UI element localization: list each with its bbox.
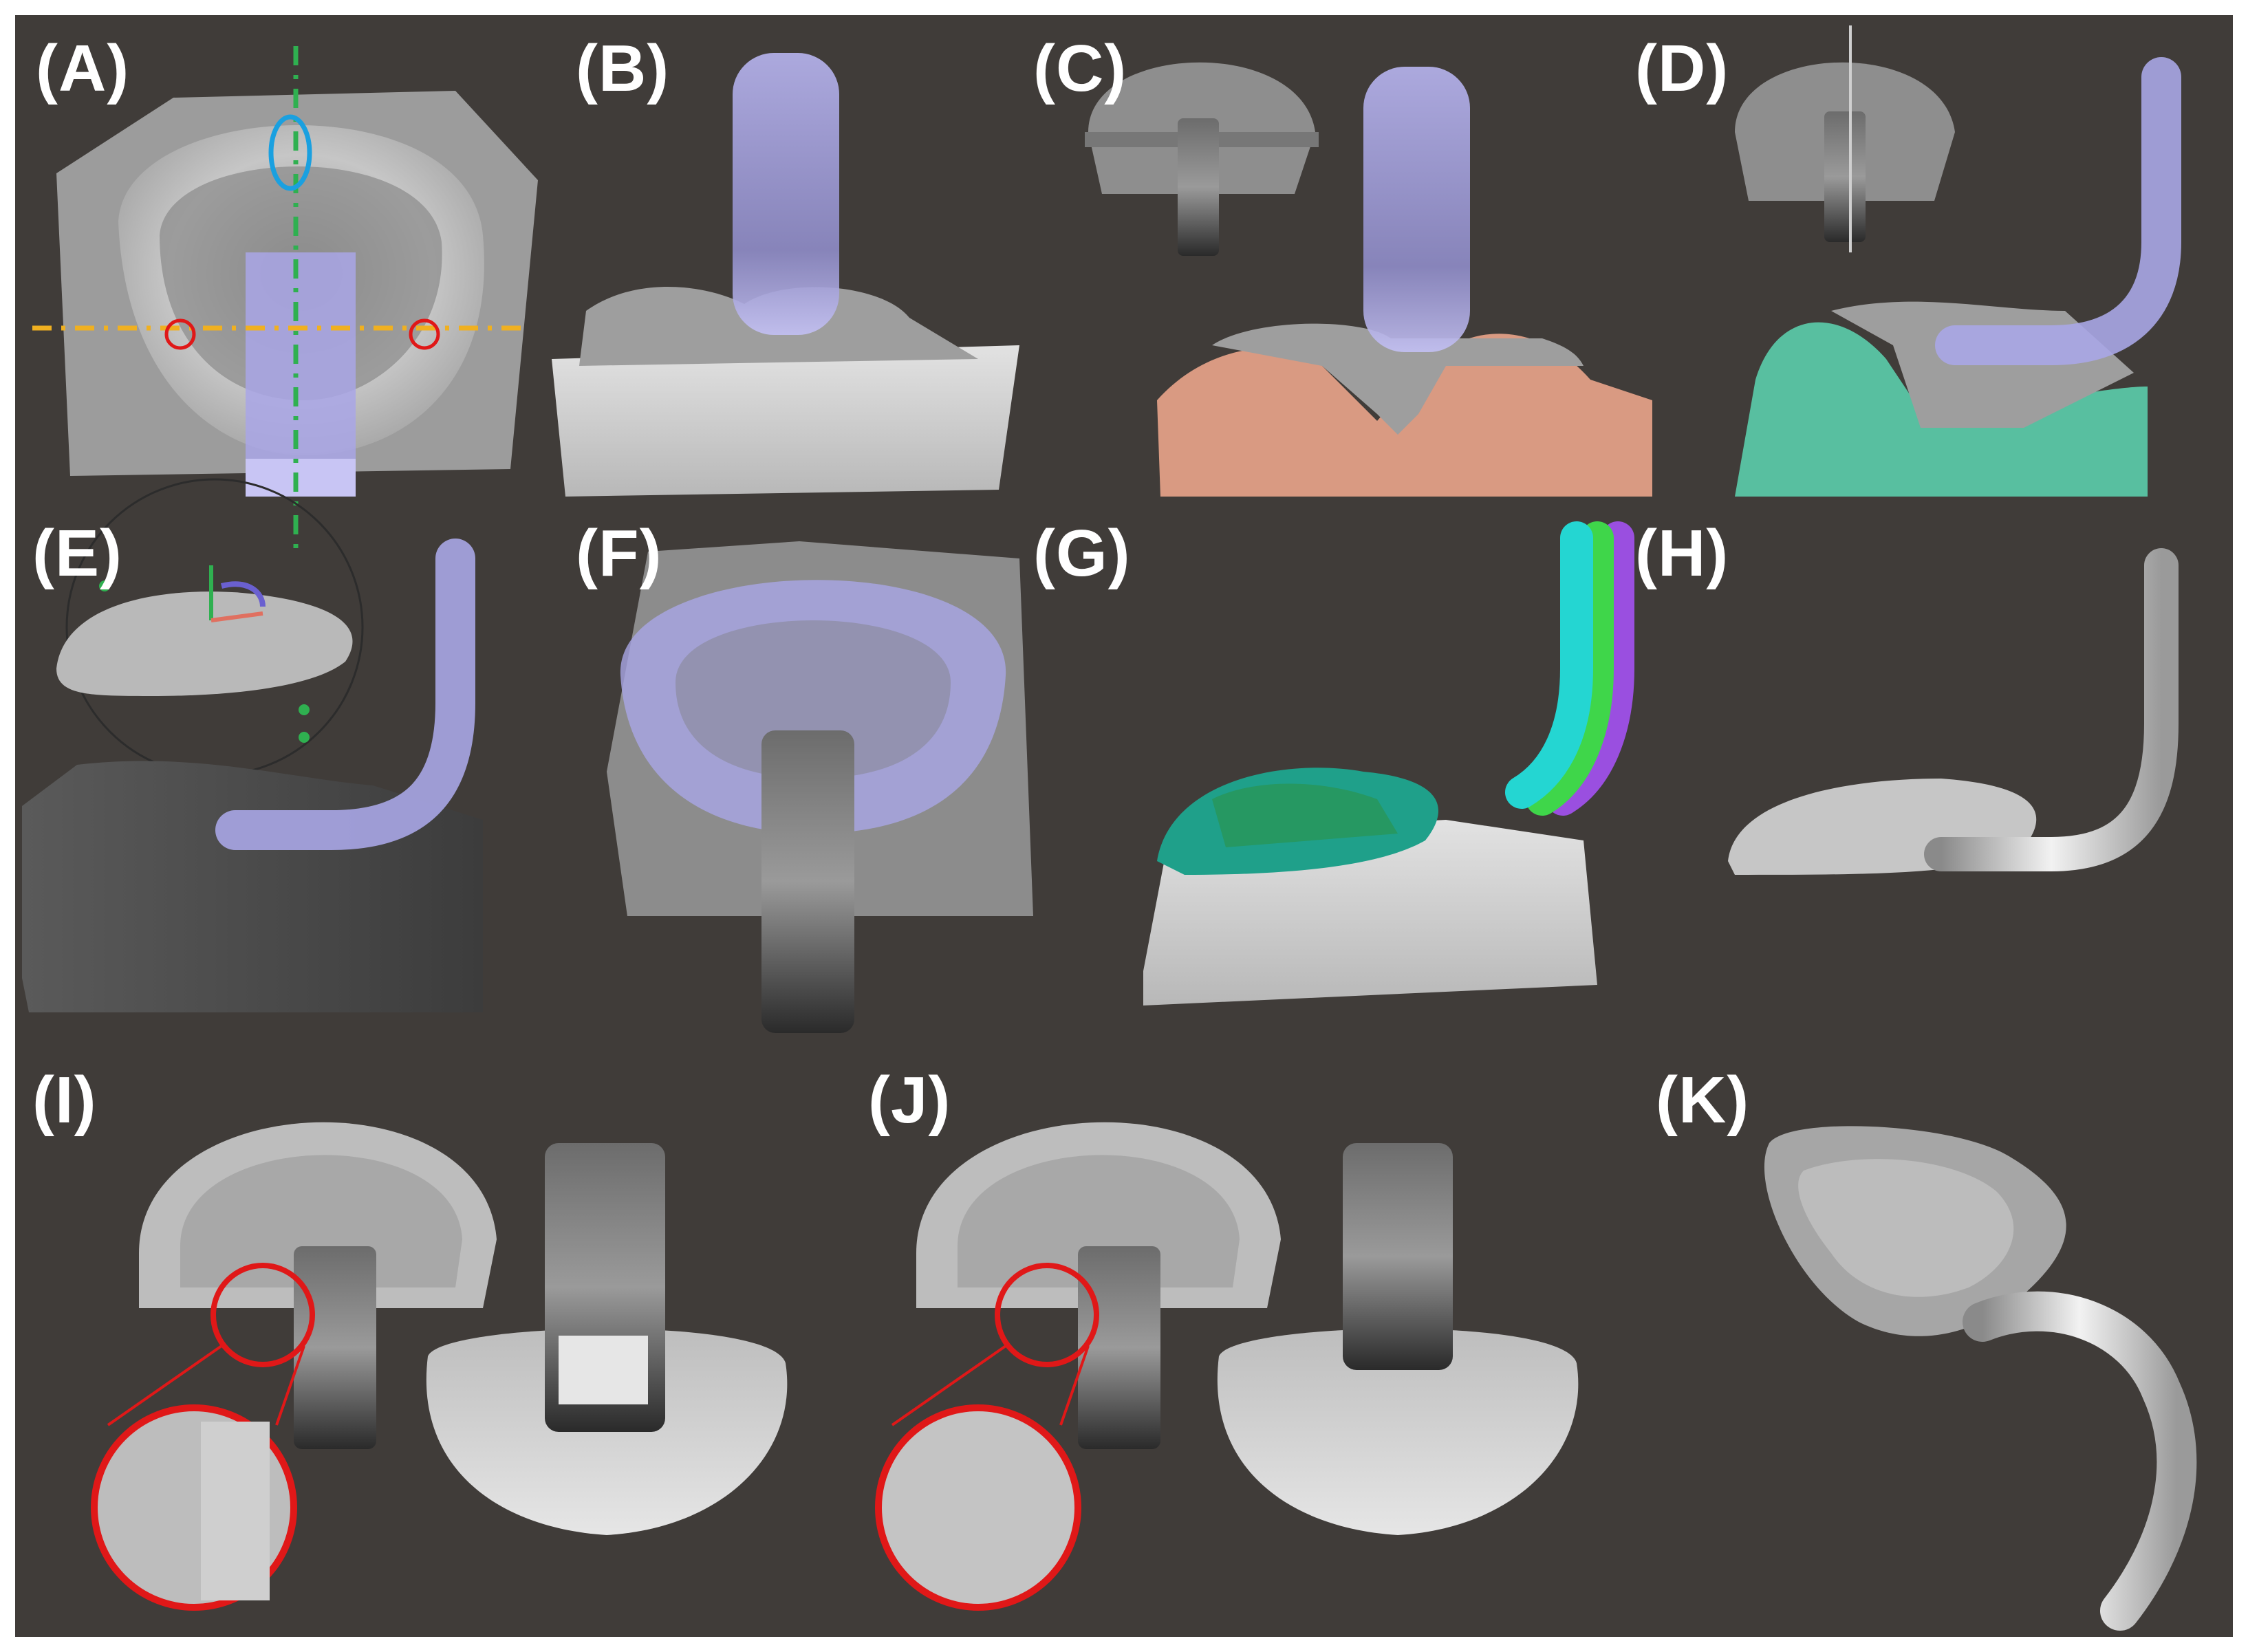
panel-g-cyan-tube [1505,521,1593,809]
panel-label-g: (G) [1033,517,1131,590]
panel-h-illustration [1728,548,2179,875]
panel-i-zoom-source [210,1263,315,1367]
panel-j-zoom-view [875,1404,1081,1611]
panel-g-illustration [1143,521,1634,1006]
panel-h-gray-tube [1924,548,2179,871]
panel-j-baseplate [1217,1329,1579,1535]
panel-e-lavender-tube [215,539,475,850]
panel-a-right-marker [409,318,440,350]
panel-b-lavender-tray [733,53,839,335]
panel-label-j: (J) [868,1063,951,1137]
panel-f-handle [761,730,854,1033]
panel-k-gray-tube [1963,1291,2197,1631]
figure-canvas: (A) (B) (C) (D) (E) (F) (G) (H) (I) (J) … [15,15,2233,1637]
panel-d-illustration [1735,25,2181,497]
panel-label-c: (C) [1033,32,1127,105]
panel-label-e: (E) [32,517,122,590]
panel-label-i: (I) [32,1063,97,1137]
panel-j-illustration [875,1122,1579,1611]
panel-j-handle [1078,1246,1160,1449]
figure-illustration [22,25,2197,1631]
panel-i-illustration [91,1122,788,1611]
panel-b-illustration [552,53,1019,497]
panel-c-illustration [1085,62,1652,497]
panel-label-f: (F) [576,517,662,590]
panel-label-a: (A) [36,32,130,105]
panel-a-illustration [32,46,538,548]
panel-g-green-tube [1526,521,1614,816]
panel-c-lavender-tray [1363,67,1470,352]
panel-a-left-marker [164,318,196,350]
panel-f-illustration [607,541,1033,1033]
panel-label-d: (D) [1635,32,1729,105]
panel-e-illustration [22,478,483,1012]
panel-b-base [552,345,1019,497]
panel-label-k: (K) [1656,1063,1750,1137]
panel-e-rotating-model [56,591,353,696]
panel-k-illustration [1764,1126,2197,1631]
panel-d-lavender-tube [1935,57,2181,365]
panel-label-b: (B) [576,32,670,105]
panel-a-lavender-tray [246,252,356,497]
panel-a-blue-marker [268,114,312,191]
panel-label-h: (H) [1635,517,1729,590]
panel-i-handle [294,1246,376,1449]
panel-j-zoom-source [995,1263,1099,1367]
panel-j-plate-handle [1343,1143,1453,1370]
